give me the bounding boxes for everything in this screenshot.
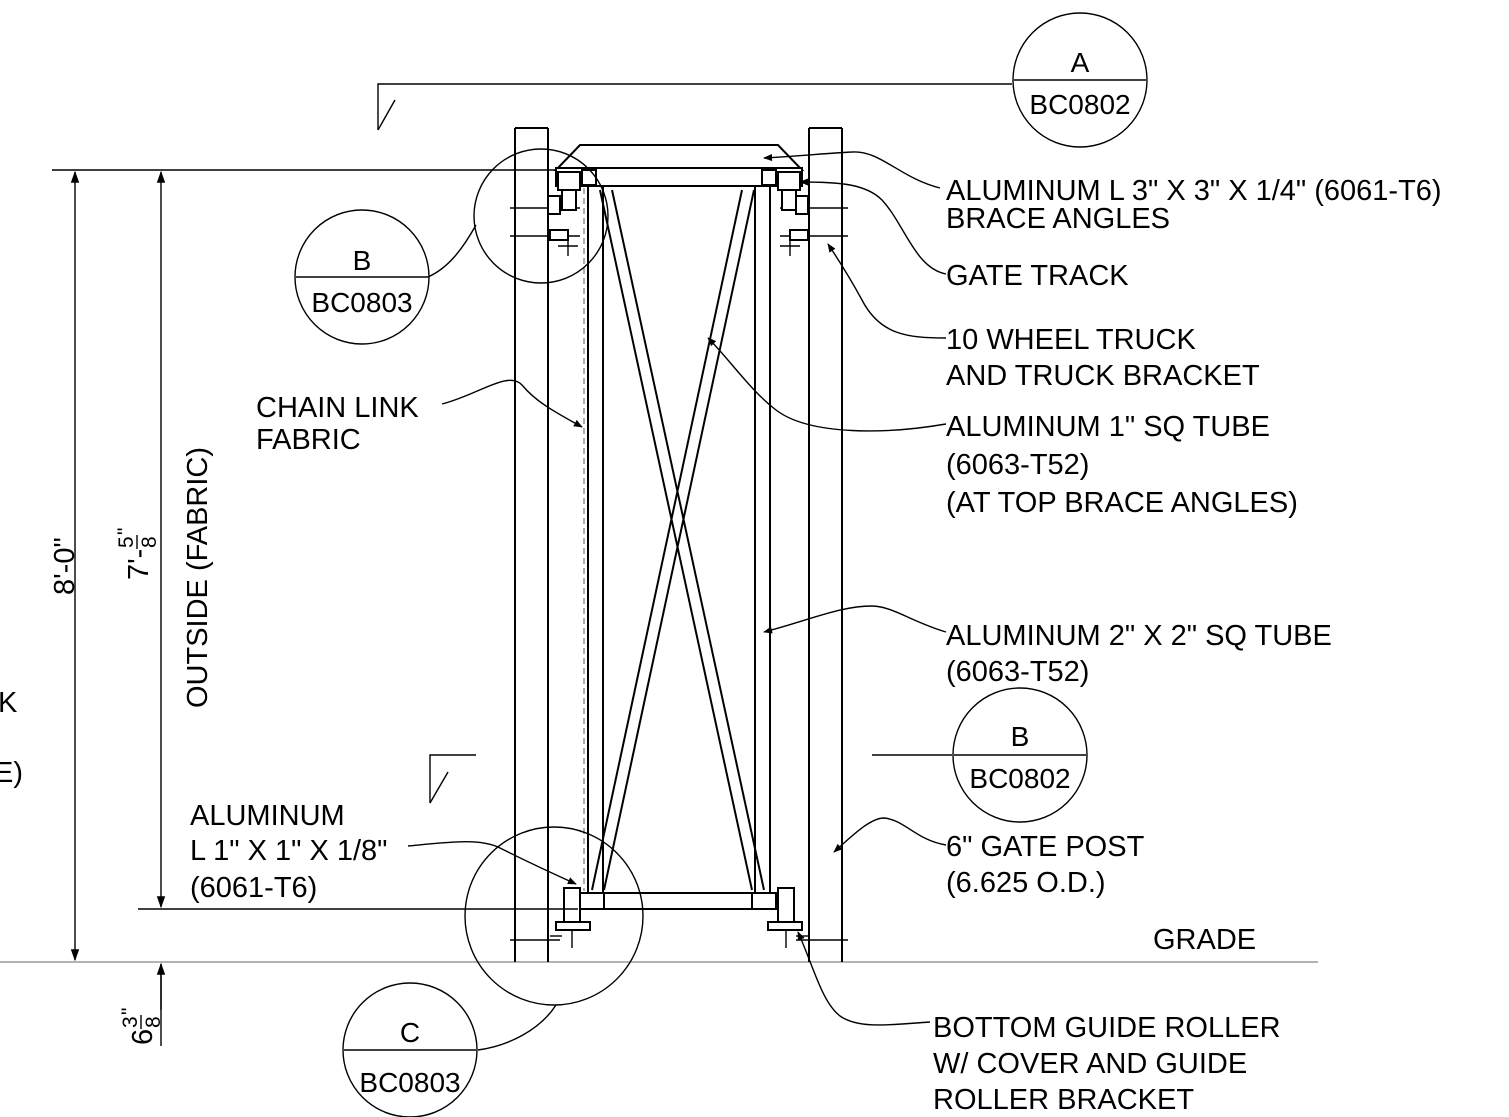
svg-text:L 1" X 1" X 1/8": L 1" X 1" X 1/8" (190, 835, 387, 867)
svg-text:BOTTOM GUIDE ROLLER: BOTTOM GUIDE ROLLER (933, 1012, 1281, 1044)
svg-text:BC0803: BC0803 (359, 1067, 460, 1098)
svg-text:BC0803: BC0803 (311, 287, 412, 318)
dim-clearance-text: 6 3 8 " (118, 1008, 165, 1045)
section-cut-top (377, 83, 1012, 131)
section-cut-bottom (429, 754, 952, 804)
leader-detail-c (477, 1004, 557, 1051)
svg-text:GATE TRACK: GATE TRACK (946, 260, 1129, 292)
callout-small-angle: ALUMINUM L 1" X 1" X 1/8" (6061-T6) (190, 800, 577, 904)
svg-text:BC0802: BC0802 (1029, 89, 1130, 120)
svg-text:(AT TOP BRACE ANGLES): (AT TOP BRACE ANGLES) (946, 487, 1298, 519)
wheel-truck-left (547, 171, 581, 256)
wheel-truck-right (777, 171, 809, 256)
svg-text:B: B (1011, 721, 1030, 752)
svg-text:": " (118, 1008, 141, 1015)
svg-text:ROLLER BRACKET: ROLLER BRACKET (933, 1084, 1194, 1116)
svg-text:ALUMINUM 1" SQ TUBE: ALUMINUM 1" SQ TUBE (946, 411, 1270, 443)
detail-circle-bottom (464, 826, 644, 1006)
gate-bottom-rail (577, 892, 787, 910)
svg-text:A: A (1071, 47, 1090, 78)
tag-detail-b: B BC0803 (294, 209, 430, 345)
grade-label: GRADE (1153, 924, 1256, 956)
svg-text:7'-: 7'- (123, 549, 155, 580)
svg-text:ALUMINUM L 3" X 3" X 1/4" (606: ALUMINUM L 3" X 3" X 1/4" (6061-T6) (946, 175, 1442, 207)
bottom-guide-roller-left (550, 887, 591, 948)
svg-text:FABRIC: FABRIC (256, 424, 361, 456)
gate-post-left (514, 127, 549, 962)
callout-wheel-truck: 10 WHEEL TRUCK AND TRUCK BRACKET (827, 243, 1260, 392)
callout-chain-link: CHAIN LINK FABRIC (256, 379, 583, 456)
left-fragment-2: E) (0, 757, 23, 789)
callout-sq-tube-1: ALUMINUM 1" SQ TUBE (6063-T52) (AT TOP B… (707, 337, 1298, 519)
tag-detail-c: C BC0803 (342, 982, 478, 1117)
dim-fabric-height-text: 7'- 5 8 " (114, 528, 161, 580)
svg-text:6: 6 (127, 1029, 159, 1045)
leader-detail-b (427, 224, 477, 278)
svg-text:B: B (353, 245, 372, 276)
svg-text:CHAIN LINK: CHAIN LINK (256, 392, 419, 424)
detail-circle-top (473, 148, 609, 284)
dim-overall-height-text: 8'-0" (49, 537, 81, 595)
svg-text:(6063-T52): (6063-T52) (946, 449, 1089, 481)
svg-text:AND TRUCK BRACKET: AND TRUCK BRACKET (946, 360, 1260, 392)
gate-frame-right-tube (754, 186, 771, 893)
svg-text:(6061-T6): (6061-T6) (190, 872, 317, 904)
dim-fabric-label: OUTSIDE (FABRIC) (182, 447, 214, 708)
gate-frame-left-tube (587, 186, 604, 893)
svg-text:(6.625 O.D.): (6.625 O.D.) (946, 867, 1106, 899)
callout-sq-tube-2: ALUMINUM 2" X 2" SQ TUBE (6063-T52) (763, 605, 1332, 688)
post-clamps (510, 207, 848, 941)
left-fragment-1: K (0, 687, 18, 719)
tag-section-a: A BC0802 (1012, 12, 1148, 148)
svg-text:6" GATE POST: 6" GATE POST (946, 831, 1145, 863)
callout-gate-post: 6" GATE POST (6.625 O.D.) (833, 817, 1145, 899)
callout-bottom-roller: BOTTOM GUIDE ROLLER W/ COVER AND GUIDE R… (797, 931, 1281, 1116)
tag-section-b: B BC0802 (952, 687, 1088, 823)
gate-post-right (808, 127, 843, 962)
dimension-extension-lines (52, 169, 578, 910)
svg-text:BRACE ANGLES: BRACE ANGLES (946, 203, 1170, 235)
svg-text:3: 3 (119, 1016, 142, 1028)
svg-text:ALUMINUM: ALUMINUM (190, 800, 345, 832)
bottom-guide-roller-right (767, 887, 808, 948)
gate-track (553, 144, 805, 187)
svg-text:C: C (400, 1017, 420, 1048)
svg-text:8: 8 (138, 536, 161, 548)
svg-text:BC0802: BC0802 (969, 763, 1070, 794)
callout-gate-track: GATE TRACK (799, 178, 1129, 292)
svg-text:5: 5 (115, 536, 138, 548)
svg-text:10 WHEEL TRUCK: 10 WHEEL TRUCK (946, 324, 1196, 356)
svg-text:": " (114, 528, 137, 535)
x-brace (591, 189, 765, 891)
svg-text:W/ COVER AND GUIDE: W/ COVER AND GUIDE (933, 1048, 1247, 1080)
svg-text:8: 8 (142, 1016, 165, 1028)
svg-text:ALUMINUM 2" X 2" SQ TUBE: ALUMINUM 2" X 2" SQ TUBE (946, 620, 1332, 652)
svg-text:(6063-T52): (6063-T52) (946, 656, 1089, 688)
callout-top-brace-angles: ALUMINUM L 3" X 3" X 1/4" (6061-T6) BRAC… (763, 151, 1442, 235)
